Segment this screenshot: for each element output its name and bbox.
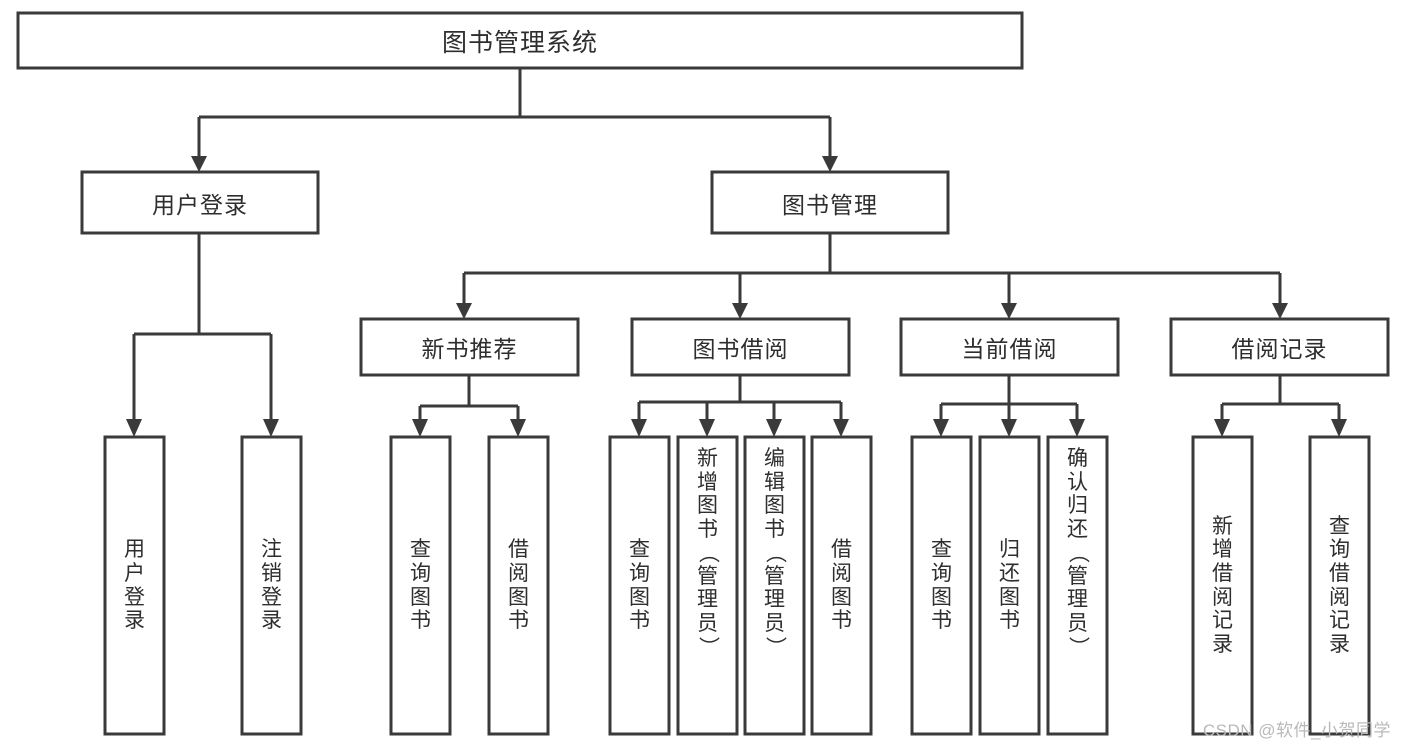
node-leaf-return-book[interactable]	[978, 435, 1041, 736]
arrowhead-leaf-logout	[263, 419, 279, 437]
arrowhead-book-management	[822, 156, 838, 172]
node-title-box[interactable]	[16, 11, 1024, 70]
node-current-borrow[interactable]	[899, 317, 1120, 377]
nodes-group	[16, 11, 1390, 736]
arrowhead-leaf-add-record	[1214, 419, 1230, 437]
arrowhead-leaf-query-book-3	[933, 419, 949, 437]
node-leaf-query-book-2[interactable]	[608, 435, 671, 736]
arrowhead-book-borrow	[732, 303, 748, 319]
arrowhead-leaf-borrow-book-2	[833, 419, 849, 437]
arrowhead-leaf-borrow-book-1	[510, 419, 526, 437]
node-borrow-record[interactable]	[1169, 317, 1390, 377]
node-leaf-query-record[interactable]	[1308, 435, 1371, 736]
node-leaf-borrow-book-2[interactable]	[810, 435, 873, 736]
node-leaf-edit-book[interactable]	[743, 435, 806, 736]
arrowhead-leaf-confirm-return	[1069, 419, 1085, 437]
arrowhead-current-borrow	[1001, 303, 1017, 319]
arrowhead-leaf-add-book	[699, 419, 715, 437]
node-leaf-query-book-3[interactable]	[910, 435, 973, 736]
arrowhead-borrow-record	[1272, 303, 1288, 319]
arrowhead-leaf-edit-book	[766, 419, 782, 437]
node-leaf-confirm-return[interactable]	[1046, 435, 1109, 736]
node-leaf-add-record[interactable]	[1191, 435, 1254, 736]
node-book-borrow[interactable]	[630, 317, 851, 377]
arrowhead-leaf-query-book-1	[412, 419, 428, 437]
arrowhead-leaf-return-book	[1001, 419, 1017, 437]
arrowhead-leaf-user-login	[126, 419, 142, 437]
arrowhead-user-login	[191, 156, 207, 172]
node-leaf-borrow-book-1[interactable]	[487, 435, 550, 736]
node-leaf-query-book-1[interactable]	[389, 435, 452, 736]
arrowhead-leaf-query-record	[1331, 419, 1347, 437]
edges-group	[126, 69, 1347, 437]
arrowhead-leaf-query-book-2	[631, 419, 647, 437]
node-leaf-add-book[interactable]	[676, 435, 739, 736]
arrowhead-new-book-recommend	[456, 303, 472, 319]
node-leaf-user-login[interactable]	[103, 435, 166, 736]
node-leaf-logout[interactable]	[240, 435, 303, 736]
node-book-management[interactable]	[710, 170, 950, 235]
node-user-login[interactable]	[80, 170, 320, 235]
node-new-book-recommend[interactable]	[359, 317, 580, 377]
